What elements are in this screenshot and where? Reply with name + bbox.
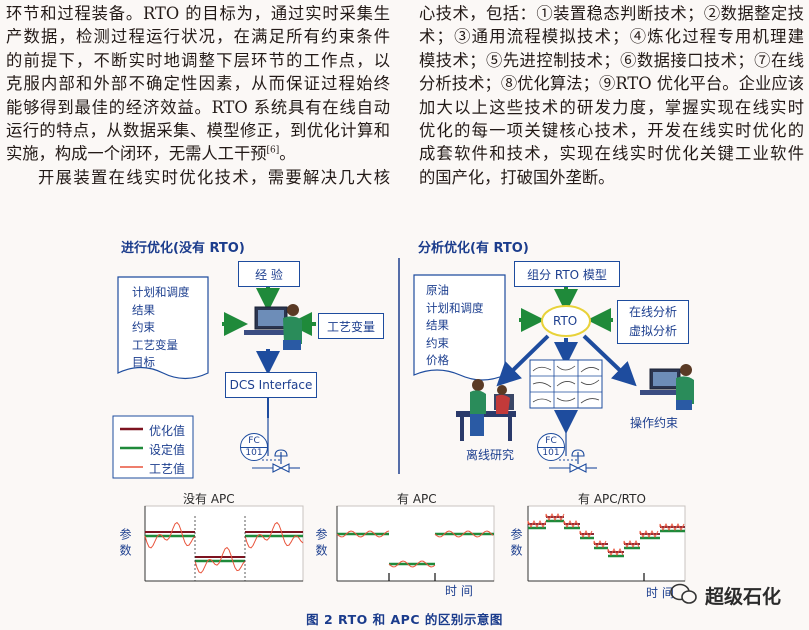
- text-line: 开展装置在线实时优化技术，需要解决几大核: [38, 167, 390, 187]
- fc-instrument-left: FC 101: [240, 433, 268, 461]
- list-item: 结果: [426, 318, 449, 332]
- process-line: [639, 529, 659, 539]
- wechat-logo-icon: [670, 583, 697, 604]
- chart-title-apc-rto: 有 APC/RTO: [578, 492, 646, 506]
- citation[interactable]: [6]: [266, 146, 280, 157]
- chart-frame: [336, 505, 495, 582]
- text-line: 分析技术；⑧优化算法；⑨RTO 优化平台。企业应该: [419, 74, 804, 94]
- experience-box: 经 验: [238, 261, 300, 287]
- rto-charts-icon: [529, 359, 603, 409]
- text-line: 实施，构成一个闭环，无需人工干预: [6, 144, 267, 164]
- fc-number: 101: [245, 448, 263, 458]
- chart-xlabel: 时 间: [445, 584, 473, 598]
- sentence-end: 。: [279, 144, 296, 164]
- analysis-line: 虚拟分析: [628, 324, 677, 338]
- right-list: 原油 计划和调度 结果 约束 价格: [426, 282, 484, 370]
- rto-label: RTO: [553, 314, 578, 328]
- list-item: 约束: [426, 335, 449, 350]
- fc-number: 101: [542, 448, 560, 458]
- fc-tag: FC: [241, 436, 267, 448]
- operator-computer-icon: [244, 304, 302, 350]
- rto-node: [541, 305, 591, 337]
- process-line: [388, 560, 436, 568]
- figure-rto-apc: 进行优化(没有 RTO) 经 验 计划和调度 结果 约束 工艺变量 目标 工艺变…: [0, 228, 809, 630]
- text-line: 克服内部和外部不确定性因素，从而保证过程始终: [6, 74, 390, 94]
- arrow-rto-offline: [496, 334, 550, 387]
- offline-research-label: 离线研究: [466, 448, 515, 462]
- operation-computer-icon: [640, 364, 694, 410]
- list-item: 结果: [132, 302, 155, 317]
- process-line: [563, 519, 580, 529]
- legend-label-process: 工艺值: [149, 462, 186, 476]
- left-list: 计划和调度 结果 约束 工艺变量 目标: [132, 284, 190, 372]
- process-line: [336, 530, 390, 538]
- left-panel-title: 进行优化(没有 RTO): [121, 241, 245, 256]
- process-line: [607, 547, 624, 557]
- fc-tag: FC: [538, 436, 564, 448]
- process-line: [144, 521, 196, 549]
- chart-ylabel: 参 数: [509, 528, 523, 556]
- legend-label-optimal: 优化值: [149, 424, 186, 438]
- text-line: 加大以上这些技术的研发力度，掌握实现在线实时: [419, 97, 804, 117]
- process-line: [527, 519, 547, 529]
- right-text-column: 心技术，包括：①装置稳态判断技术；②数据整定技 术；③通用流程模拟技术；④炼化过…: [419, 2, 804, 189]
- process-line: [659, 522, 685, 532]
- list-item: 工艺变量: [132, 337, 178, 352]
- text-line: 心技术，包括：①装置稳态判断技术；②数据整定技: [419, 4, 804, 23]
- left-document-shape: [117, 276, 209, 380]
- list-item: 计划和调度: [426, 300, 484, 315]
- online-analysis-box: 在线分析 虚拟分析: [617, 300, 689, 344]
- control-valve-icon-right: [549, 449, 597, 473]
- control-valve-icon: [252, 449, 300, 473]
- left-text-column: 环节和过程装备。RTO 的目标为，通过实时采集生 产数据，检测过程运行状况，在满…: [6, 2, 390, 189]
- process-line: [194, 546, 246, 574]
- chart-xlabel: 时 间: [646, 586, 674, 600]
- figure-graphics: [112, 258, 694, 582]
- text-line: 环节和过程装备。RTO 的目标为，通过实时采集生: [6, 4, 390, 23]
- process-line: [244, 521, 304, 549]
- list-item: 目标: [132, 355, 155, 369]
- operation-constraint-label: 操作约束: [630, 416, 679, 430]
- watermark: 超级石化: [705, 586, 782, 608]
- process-line: [434, 530, 494, 538]
- chart-ylabel: 参 数: [314, 528, 328, 556]
- process-var-box: 工艺变量: [318, 313, 384, 339]
- figure-caption: 图 2 RTO 和 APC 的区别示意图: [306, 612, 503, 627]
- right-panel-title: 分析优化(有 RTO): [418, 241, 529, 256]
- bottom-charts: [144, 505, 686, 582]
- dcs-interface-box: DCS Interface: [225, 372, 317, 398]
- legend-label-setpoint: 设定值: [149, 443, 186, 457]
- process-line: [579, 529, 593, 539]
- offline-research-icon: [456, 379, 516, 441]
- list-item: 价格: [426, 353, 449, 367]
- chart-title-no-apc: 没有 APC: [183, 492, 235, 506]
- list-item: 原油: [426, 283, 449, 297]
- process-line: [545, 512, 565, 522]
- process-line: [593, 539, 607, 549]
- rto-model-box: 组分 RTO 模型: [514, 261, 620, 287]
- text-line: 产数据，检测过程运行状况，在满足所有约束条件: [6, 27, 390, 47]
- list-item: 约束: [132, 320, 155, 334]
- fc-instrument-right: FC 101: [537, 433, 565, 461]
- text-line: 的前提下，不断实时地调整下层环节的工作点，以: [6, 50, 390, 70]
- chart-title-apc: 有 APC: [397, 492, 437, 506]
- list-item: 计划和调度: [132, 285, 190, 299]
- chart-frame: [144, 505, 304, 582]
- text-line: 运行的特点，从数据采集、模型修正，到优化计算和: [6, 121, 390, 141]
- text-line: 优化的每一项关键核心技术，开发在线实时优化的: [419, 121, 804, 141]
- text-line: 成套软件和技术，实现在线实时优化关键工业软件: [419, 144, 804, 164]
- text-line: 术；③通用流程模拟技术；④炼化过程专用机理建: [419, 27, 804, 47]
- chart-ylabel: 参 数: [118, 528, 132, 556]
- text-line: 能够得到最佳的经济效益。RTO 系统具有在线自动: [6, 97, 390, 117]
- text-line: 的国产化，打破国外垄断。: [419, 167, 615, 187]
- text-line-with-citation: 实施，构成一个闭环，无需人工干预[6]。: [6, 142, 390, 165]
- arrow-rto-operation: [582, 334, 637, 387]
- text-line: 模技术；⑤先进控制技术；⑥数据接口技术；⑦在线: [419, 50, 804, 70]
- process-line: [623, 539, 640, 549]
- analysis-line: 在线分析: [628, 305, 677, 319]
